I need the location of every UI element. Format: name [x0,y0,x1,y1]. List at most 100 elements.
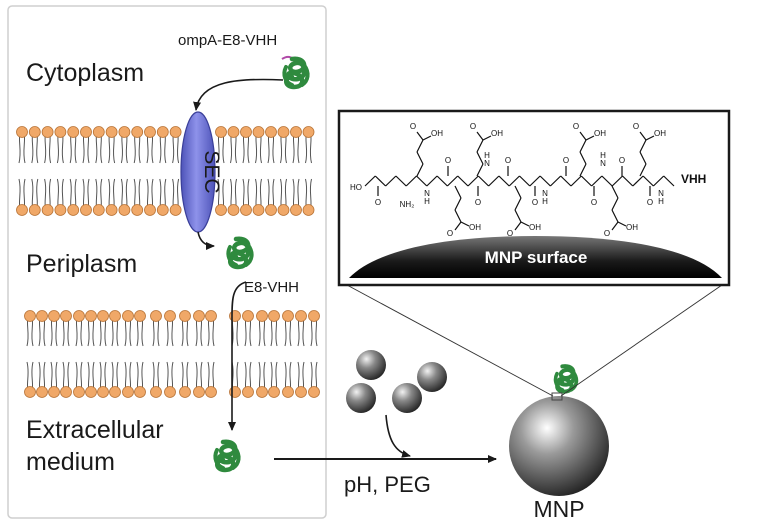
mnp-sphere [509,396,609,496]
chem-bond [642,175,654,187]
lipid-head [118,204,131,216]
lipid-head [60,310,72,322]
chem-bond [560,175,572,187]
lipid-head [144,204,156,216]
lipid-head [150,310,162,322]
secretion-arrow [228,281,247,431]
sec-label: SEC [200,150,223,193]
lipid-head [268,386,280,398]
chem-bond [580,175,593,187]
cytoplasm-label: Cytoplasm [26,59,144,87]
lipid-head [215,204,227,216]
chem-bond [639,151,647,165]
translocation-arrow [197,231,215,250]
chem-bond [663,175,675,187]
chem-bond [454,185,462,199]
free-nanoparticle-bead [356,350,386,380]
lipid-head [156,204,169,216]
chem-bond [416,163,424,177]
lipid-head [193,386,205,398]
mnp-surface-label: MNP surface [485,248,588,267]
lipid-head [193,310,205,322]
chem-atom: O [447,229,453,238]
chem-atom: O [507,229,513,238]
chem-bond [482,135,492,141]
chem-bond [446,175,459,187]
lipid-head [179,310,191,322]
lipid-head [48,386,60,398]
lipid-head [252,126,265,138]
lipid-head [227,204,240,216]
lipid-head [205,310,217,322]
lipid-head [290,126,302,138]
lipid-head [242,386,254,398]
chem-bond [405,175,417,187]
chem-bond [514,185,522,199]
lipid-head [36,386,48,398]
chem-atom: H [542,197,548,206]
chem-atom: OH [654,129,666,138]
lipid-head [164,310,176,322]
chem-atom: NH₂ [400,200,415,209]
chem-atom: O [633,122,639,131]
precursor-protein-icon [281,55,308,87]
chem-bond [476,163,484,177]
lipid-head [118,126,131,138]
chem-atom: N [600,159,606,168]
chem-bond [454,209,462,223]
lipid-head [242,310,254,322]
lipid-head [205,386,217,398]
chem-atom: H [658,197,664,206]
chem-atom: OH [529,223,541,232]
chem-bond [467,175,479,187]
chem-bond [579,131,587,141]
chem-atom: OH [431,129,443,138]
chem-bond [395,175,407,187]
precursor-protein-label: ompA-E8-VHH [178,32,277,49]
lipid-head [229,310,241,322]
chem-atom: OH [491,129,503,138]
chem-bond [460,221,470,227]
chem-atom: N [424,189,430,198]
chem-bond [579,139,587,153]
lipid-head [105,126,118,138]
zoom-line-right [560,284,723,397]
import-arrow [193,78,284,111]
lipid-head [265,126,277,138]
chem-bond [639,139,647,153]
chem-bond [519,175,531,187]
lipid-head [97,310,109,322]
lipid-head [302,126,315,138]
lipid-head [85,386,97,398]
lipid-head [24,386,36,398]
lipid-head [164,386,176,398]
chem-atom: O [475,198,481,207]
lipid-head [41,126,54,138]
chem-atom: O [375,198,381,207]
chem-bond [639,163,647,177]
chem-bond [611,185,619,199]
lipid-head [122,386,134,398]
free-nanoparticle-bead [392,383,422,413]
reaction-conditions-label: pH, PEG [344,472,431,497]
chem-bond [364,175,376,187]
lipid-head [97,386,109,398]
chem-bond [476,131,484,141]
chem-atom: HO [350,183,362,192]
lipid-head [48,310,60,322]
lipid-head [179,386,191,398]
chem-bond [529,175,541,187]
lipid-head [215,126,227,138]
lipid-head [73,386,85,398]
lipid-head [144,126,156,138]
chem-atom: N [542,189,548,198]
lipid-head [28,126,41,138]
lipid-head [131,204,144,216]
chem-bond [416,139,424,153]
lipid-head [109,386,121,398]
chem-bond [549,175,562,187]
chem-bond [622,175,634,187]
free-nanoparticle-bead [417,362,447,392]
